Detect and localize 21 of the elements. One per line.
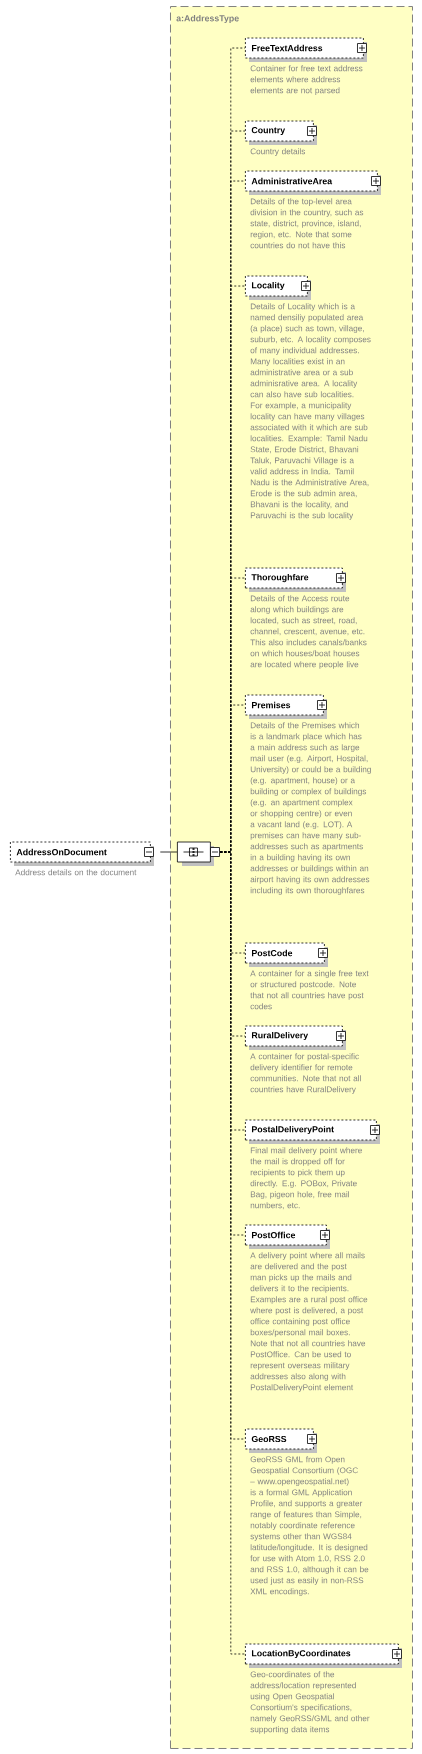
description-text: Final mail delivery point where the mail is dropped off for recipients to pick them up directly. E.g. POBox, Private Bag, pigeon hole, free mail numbers, etc. — [250, 1147, 362, 1210]
description-text: Container for free text address elements where address elements are not parsed — [250, 65, 363, 95]
element-box: AdministrativeArea — [245, 170, 381, 195]
description-text: Geo-coordinates of the address/location represented using Open Geospatial Consortium's specifications, namely GeoRSS/GML and other supporting data items — [250, 1671, 370, 1734]
description-text: Details of the Access route along which buildings are located, such as street, road, channel, crescent, avenue, etc. This also includes canals/banks on which houses/boat houses are located where people live — [250, 595, 367, 669]
description-text: GeoRSS GML from Open Geospatial Consortium (OGC – www.opengeospatial.net) is a formal GML Application Profile, and supports a greater range of features than Simple, notably coordinate reference systems other than WGS84 latitude/longitude. It is designed for use with Atom 1.0, RSS 2.0 and RSS 1.0, although it can be used just as easily in non-RSS XML encodings. — [250, 1456, 369, 1596]
description-text: Details of the Premises which is a landmark place which has a main address such as large mail user (e.g. Airport, Hospital, University) or could be a building (e.g. apartment, house) or a building or complex of buildings (e.g. an apartment complex or shopping centre) or even a vacant land (e.g. LOT). A premises can have many sub-addresses such as apartments in a building having its own addresses or buildings within an airport having its own addresses including its own thoroughfares — [250, 722, 371, 895]
description-text: Details of the top-level area division in the country, such as state, district, province, island, region, etc. Note that some countries do not have this — [250, 198, 364, 249]
connector-line — [219, 851, 246, 1655]
description-text: A container for postal-specific delivery identifier for remote communities. Note that not all countries have RuralDelivery — [250, 1053, 361, 1094]
element-box: Country — [245, 120, 317, 146]
description-text: Country details — [250, 148, 306, 156]
element-box: PostalDeliveryPoint — [245, 1119, 380, 1144]
connector-line — [159, 851, 178, 853]
element-box: AddressOnDocument — [10, 841, 154, 866]
description-text: A delivery point where all mails are delivered and the post man picks up the mails and delivers it to the recipients. Examples are a rural post office where post is delivered, a post office containing post office boxes/personal mail boxes. Note that not all countries have PostOffice. Can be used to represent overseas military addresses also along with PostalDeliveryPoint element — [250, 1252, 368, 1392]
description-text: Address details on the document — [15, 869, 137, 876]
element-box: LocationByCoordinates — [245, 1643, 402, 1668]
element-box: Premises — [245, 694, 327, 719]
description-text: Details of Locality which is a named densiliy populated area (a place) such as town, village, suburb, etc. A locality composes of many individual addresses. Many localities exist in an administrative area or a sub adminisrative area. A locality can also have sub localities. For example, a municipality locality can have many villages associated with it which are sub localities. Example: Tamil Nadu State, Erode District, Bhavani Taluk, Paruvachi Village is a valid address in India. Tamil Nadu is the Administrative Area, Erode is the sub admin area, Bhavani is the locality, and Paruvachi is the sub locality — [250, 303, 371, 520]
description-text: A container for a single free text or structured postcode. Note that not all countries have post codes — [250, 970, 369, 1010]
